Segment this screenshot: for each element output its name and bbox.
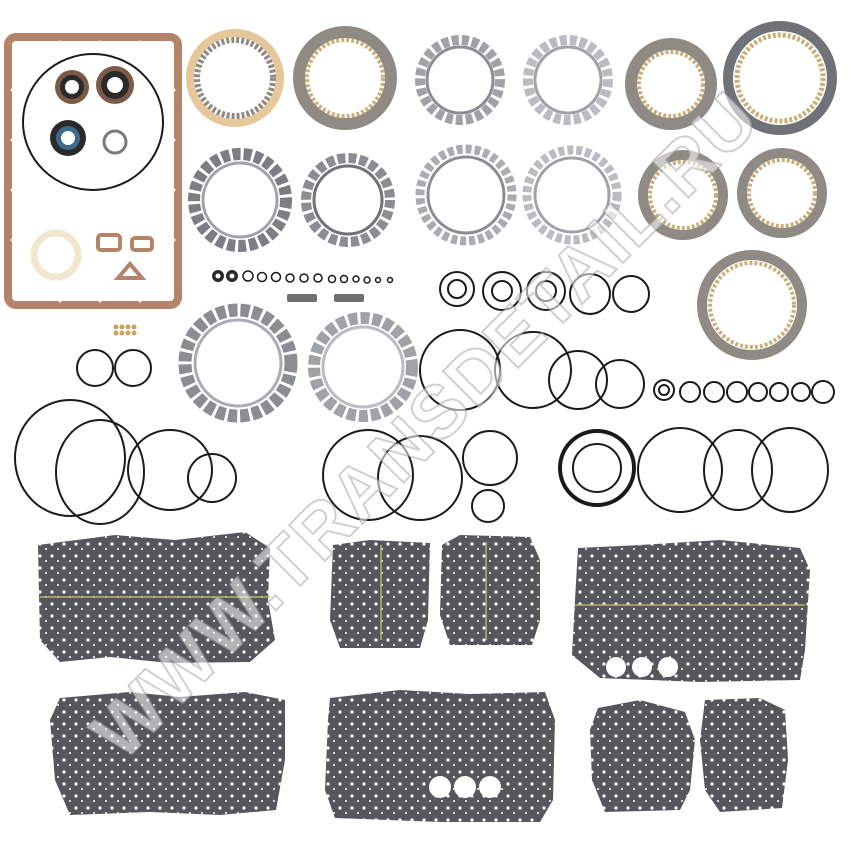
friction-plate (293, 26, 397, 130)
o-rings (76, 329, 835, 411)
steel-plate (308, 312, 418, 422)
friction-plate (723, 21, 837, 135)
valve-body-gasket (325, 690, 555, 822)
steel-plate (415, 144, 517, 246)
oil-seal (96, 66, 134, 104)
friction-plate (638, 150, 728, 240)
small-gasket (113, 260, 147, 280)
valve-body-gasket (50, 692, 286, 816)
sleeve (334, 294, 364, 302)
small-gasket (96, 233, 122, 252)
large-o-rings (14, 399, 829, 525)
valve-body-gasket (440, 535, 540, 645)
sleeve (287, 294, 317, 302)
nylon-ring (30, 229, 82, 281)
valve-body-gasket (590, 700, 696, 812)
small-seal (102, 129, 128, 155)
sealing-ring (558, 429, 636, 507)
steel-plate (523, 35, 613, 125)
valve-body-gasket (572, 540, 810, 682)
friction-plate (625, 38, 717, 130)
valve-body-gasket (38, 532, 275, 663)
oil-seal (55, 70, 89, 104)
valve-body-gasket (330, 540, 430, 648)
oil-seal (50, 120, 86, 156)
friction-plate (186, 29, 284, 127)
friction-plate (697, 250, 807, 360)
pan-gasket (4, 33, 182, 309)
steel-plate (301, 153, 395, 247)
steel-plate (188, 148, 292, 252)
steel-plate (522, 145, 622, 245)
seal-rings (439, 271, 650, 315)
steel-plate (178, 303, 298, 423)
check-balls (113, 324, 137, 336)
small-o-rings (212, 270, 394, 284)
steel-plate (415, 35, 505, 125)
valve-body-gasket (700, 698, 788, 812)
pan-o-ring (22, 53, 164, 191)
friction-plate (737, 148, 827, 238)
small-gasket (130, 236, 154, 252)
